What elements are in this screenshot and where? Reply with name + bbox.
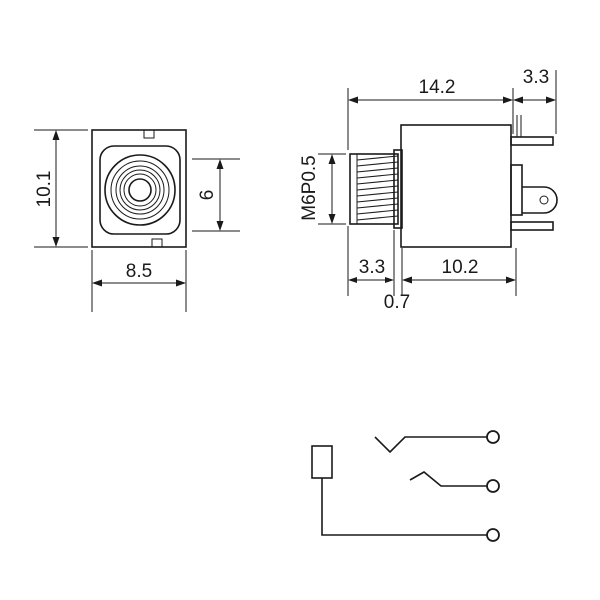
dim-front-body: 6 bbox=[192, 158, 240, 232]
plug-symbol bbox=[311, 445, 333, 479]
thread-length-label: 3.3 bbox=[359, 257, 385, 278]
side-view: 14.2 3.3 M6P0.5 3.3 10.2 0.7 bbox=[299, 67, 558, 313]
socket-rings bbox=[104, 154, 176, 226]
tip-terminal bbox=[486, 430, 500, 444]
dim-lower-lengths: 3.3 10.2 0.7 bbox=[347, 226, 517, 313]
terminal-label: 3.3 bbox=[523, 67, 549, 88]
body-length-label: 10.2 bbox=[442, 257, 479, 278]
dim-overall-length: 14.2 3.3 bbox=[347, 67, 557, 150]
side-housing bbox=[400, 124, 512, 248]
sleeve-line bbox=[321, 478, 493, 536]
dim-front-width: 8.5 bbox=[91, 250, 187, 312]
bottom-notch bbox=[151, 238, 163, 248]
dim-thread-diameter: M6P0.5 bbox=[299, 153, 346, 225]
flange bbox=[393, 149, 403, 229]
dim-front-height: 10.1 bbox=[34, 129, 88, 248]
switch-contact-line bbox=[409, 471, 493, 487]
front-bezel bbox=[99, 145, 181, 235]
terminals bbox=[510, 115, 558, 231]
thread-hatching bbox=[356, 155, 398, 221]
switch-terminal bbox=[486, 479, 500, 493]
front-height-label: 10.1 bbox=[34, 171, 55, 208]
tip-contact-line bbox=[374, 436, 493, 454]
front-housing bbox=[91, 129, 187, 248]
front-view: 10.1 8.5 6 bbox=[34, 129, 240, 312]
front-width-label: 8.5 bbox=[126, 261, 152, 282]
top-notch bbox=[143, 129, 155, 139]
sleeve-terminal bbox=[486, 528, 500, 542]
circuit-schematic bbox=[311, 430, 500, 542]
thread-bushing bbox=[349, 153, 399, 225]
overall-length-label: 14.2 bbox=[419, 77, 456, 98]
thread-label: M6P0.5 bbox=[299, 155, 320, 220]
flange-label: 0.7 bbox=[384, 292, 410, 313]
front-body-label: 6 bbox=[197, 190, 218, 201]
